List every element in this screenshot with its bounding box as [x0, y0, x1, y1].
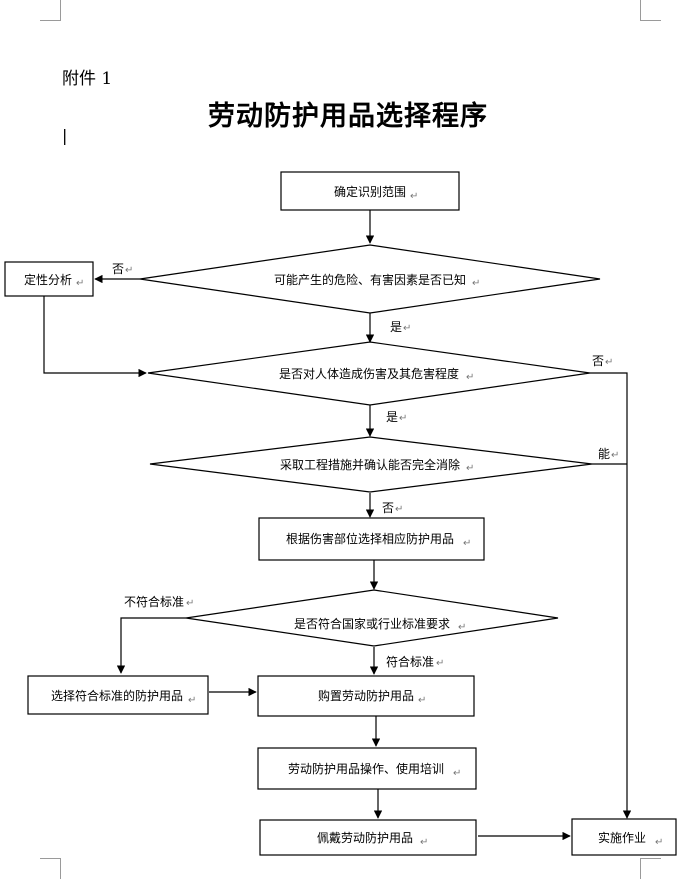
- node-scope: 确定识别范围 ↵: [280, 171, 460, 211]
- node-qualitative: 定性分析 ↵: [4, 261, 94, 297]
- svg-text:↵: ↵: [188, 695, 196, 706]
- node-qualitative-label: 定性分析: [24, 272, 72, 287]
- edge-label-yes-1: 是: [390, 320, 402, 334]
- attachment-label: 附件 1: [62, 69, 113, 89]
- page-title: 劳动防护用品选择程序: [208, 101, 488, 132]
- node-hazard-known: 可能产生的危险、有害因素是否已知 ↵: [139, 244, 601, 314]
- svg-text:↵: ↵: [453, 768, 461, 779]
- node-hazard-known-label: 可能产生的危险、有害因素是否已知: [274, 272, 466, 287]
- svg-text:↵: ↵: [403, 323, 411, 334]
- edge-label-no-2: 否: [592, 354, 604, 368]
- page-corner-mark: [640, 858, 661, 879]
- node-engineering-label: 采取工程措施并确认能否完全消除: [280, 457, 460, 472]
- edge-label-compliant: 符合标准: [386, 654, 434, 669]
- edge-label-not-compliant: 不符合标准: [124, 594, 184, 609]
- svg-text:↵: ↵: [76, 278, 84, 289]
- edge-label-can: 能: [598, 447, 610, 461]
- node-select-compliant-label: 选择符合标准的防护用品: [51, 688, 183, 703]
- edge-label-no-1: 否: [112, 262, 124, 276]
- svg-text:↵: ↵: [436, 658, 444, 669]
- svg-text:↵: ↵: [655, 837, 663, 848]
- svg-text:↵: ↵: [395, 504, 403, 515]
- svg-text:↵: ↵: [458, 622, 466, 633]
- node-meets-standard: 是否符合国家或行业标准要求 ↵: [185, 589, 559, 647]
- svg-text:↵: ↵: [611, 450, 619, 461]
- svg-text:↵: ↵: [418, 695, 426, 706]
- page-corner-mark: [40, 0, 61, 21]
- svg-text:↵: ↵: [420, 837, 428, 848]
- svg-text:↵: ↵: [466, 372, 474, 383]
- edge-labels: 否 ↵ 是 ↵ 否 ↵ 是 ↵ 能 ↵ 否 ↵ 不符合标准 ↵ 符合标准 ↵: [112, 262, 619, 669]
- node-wear-label: 佩戴劳动防护用品: [317, 830, 413, 845]
- node-purchase: 购置劳动防护用品 ↵: [257, 675, 475, 717]
- node-training: 劳动防护用品操作、使用培训 ↵: [257, 747, 477, 790]
- node-wear: 佩戴劳动防护用品 ↵: [259, 819, 477, 856]
- svg-text:↵: ↵: [410, 191, 418, 202]
- node-purchase-label: 购置劳动防护用品: [318, 688, 414, 703]
- page-corner-mark: [640, 0, 661, 21]
- node-select-by-part: 根据伤害部位选择相应防护用品 ↵: [258, 517, 485, 561]
- node-meets-standard-label: 是否符合国家或行业标准要求: [294, 616, 450, 631]
- edge-label-yes-2: 是: [386, 410, 398, 424]
- node-training-label: 劳动防护用品操作、使用培训: [288, 761, 444, 776]
- text-cursor: |: [62, 126, 68, 145]
- node-select-compliant: 选择符合标准的防护用品 ↵: [27, 675, 209, 715]
- node-injury-degree: 是否对人体造成伤害及其危害程度 ↵: [147, 341, 591, 406]
- edge-injury-no-to-implement: [590, 372, 632, 819]
- edge-standard-not-compliant: [116, 617, 186, 674]
- svg-text:↵: ↵: [125, 265, 133, 276]
- node-injury-degree-label: 是否对人体造成伤害及其危害程度: [279, 366, 459, 381]
- edge-label-no-3: 否: [382, 501, 394, 515]
- svg-text:↵: ↵: [605, 357, 613, 368]
- node-select-by-part-label: 根据伤害部位选择相应防护用品: [286, 531, 454, 546]
- svg-text:↵: ↵: [186, 598, 194, 609]
- connectors: [43, 210, 632, 841]
- node-implement-label: 实施作业: [598, 830, 646, 845]
- node-scope-label: 确定识别范围: [334, 184, 406, 199]
- page-corner-mark: [40, 858, 61, 879]
- svg-text:↵: ↵: [466, 463, 474, 474]
- node-implement: 实施作业 ↵: [571, 818, 677, 856]
- svg-text:↵: ↵: [472, 278, 480, 289]
- edge-qualitative-to-injury: [43, 296, 147, 378]
- node-engineering: 采取工程措施并确认能否完全消除 ↵: [149, 436, 593, 493]
- svg-text:↵: ↵: [463, 538, 471, 549]
- svg-text:↵: ↵: [399, 413, 407, 424]
